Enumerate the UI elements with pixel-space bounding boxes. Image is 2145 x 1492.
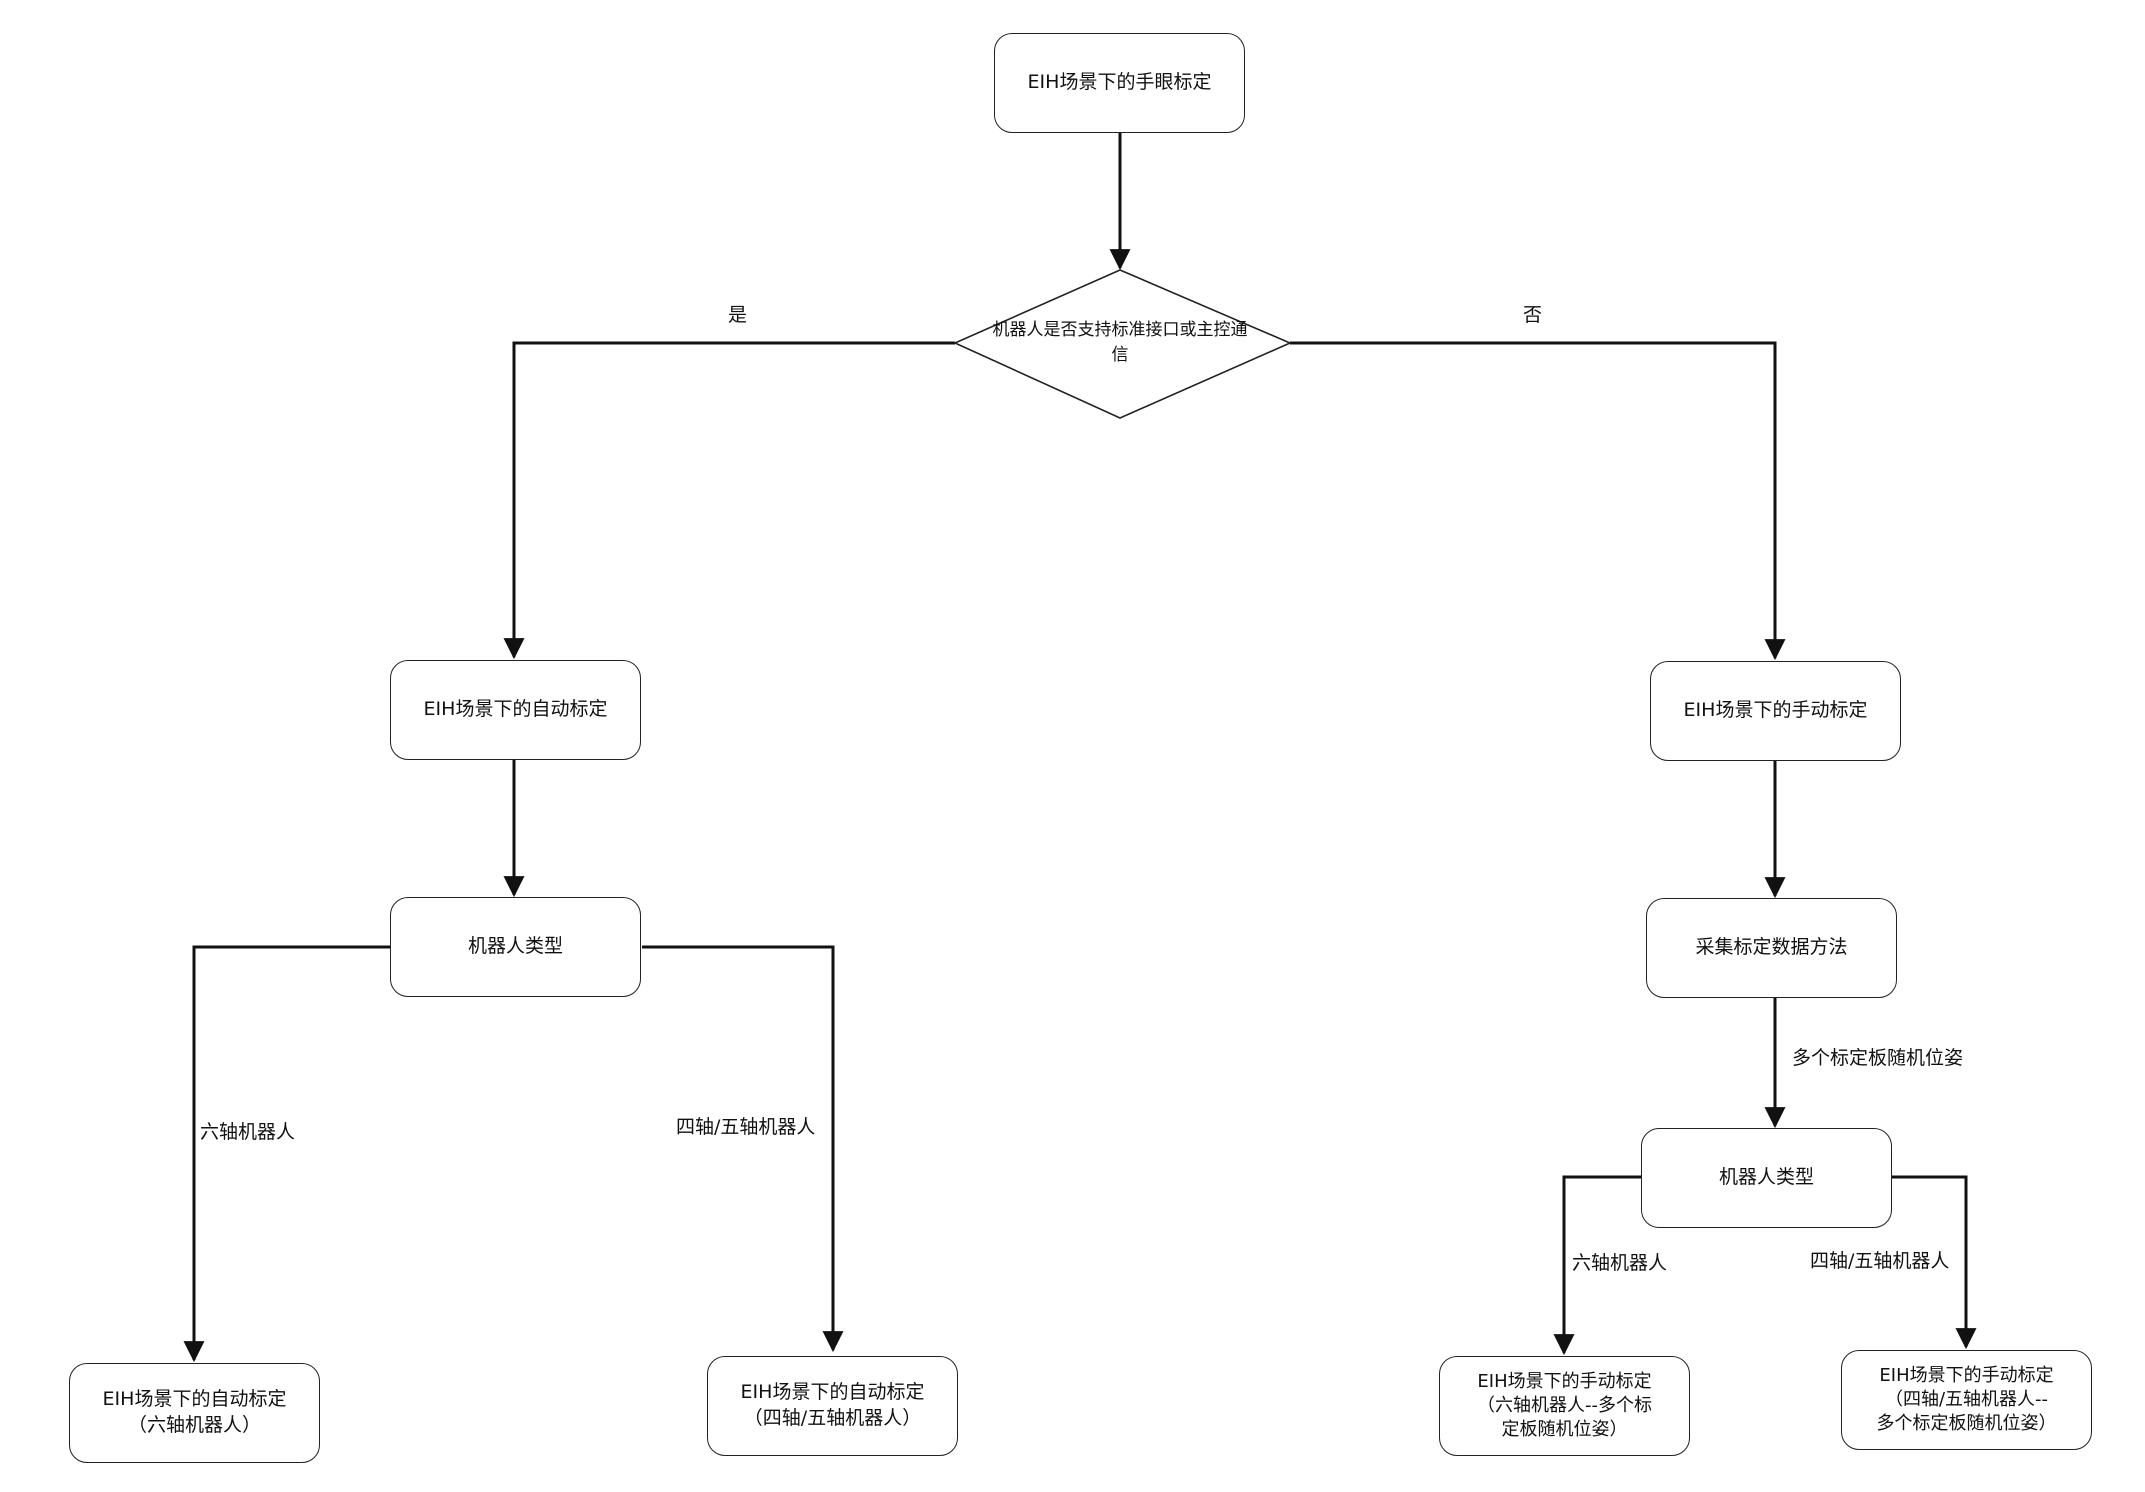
leaf-manual-six-line1: EIH场景下的手动标定	[1477, 1370, 1652, 1392]
leaf-manual-six-line2: （六轴机器人--多个标	[1477, 1394, 1652, 1416]
edge-manual-six-axis	[1553, 1175, 1641, 1356]
node-manual-calibration-text: EIH场景下的手动标定	[1683, 699, 1868, 722]
node-root-text: EIH场景下的手眼标定	[1027, 71, 1212, 94]
node-collect-method-text: 采集标定数据方法	[1695, 936, 1848, 959]
leaf-auto-four-line2: （四轴/五轴机器人）	[743, 1407, 922, 1429]
node-root: EIH场景下的手眼标定	[994, 33, 1245, 133]
label-manual-four-five-axis: 四轴/五轴机器人	[1810, 1250, 1950, 1272]
edge-decision-yes	[503, 341, 955, 660]
label-auto-six-axis: 六轴机器人	[200, 1121, 296, 1143]
edge-auto-four-axis	[642, 945, 844, 1353]
leaf-manual-six-line3: 定板随机位姿）	[1501, 1419, 1628, 1441]
decision-label: 机器人是否支持标准接口或主控通信	[992, 320, 1248, 365]
node-manual-robot-type-text: 机器人类型	[1718, 1166, 1814, 1189]
node-auto-four-axis-leaf: EIH场景下的自动标定 （四轴/五轴机器人）	[707, 1356, 958, 1456]
label-method-random-poses: 多个标定板随机位姿	[1792, 1047, 1964, 1069]
label-manual-six-axis: 六轴机器人	[1572, 1252, 1668, 1274]
decision-diamond	[953, 269, 1293, 419]
label-yes: 是	[728, 304, 748, 326]
node-auto-calibration-text: EIH场景下的自动标定	[423, 698, 608, 721]
decision-text: 机器人是否支持标准接口或主控通信	[985, 310, 1255, 376]
node-manual-robot-type: 机器人类型	[1641, 1128, 1892, 1228]
node-collect-method: 采集标定数据方法	[1646, 898, 1897, 998]
node-manual-calibration: EIH场景下的手动标定	[1650, 661, 1901, 761]
node-auto-calibration: EIH场景下的自动标定	[390, 660, 641, 760]
leaf-manual-four-line3: 多个标定板随机位姿）	[1876, 1413, 2057, 1435]
leaf-auto-four-line1: EIH场景下的自动标定	[740, 1381, 925, 1404]
node-manual-four-axis-leaf: EIH场景下的手动标定 （四轴/五轴机器人-- 多个标定板随机位姿）	[1841, 1350, 2092, 1450]
leaf-manual-four-line1: EIH场景下的手动标定	[1879, 1364, 2054, 1386]
node-auto-six-axis-leaf: EIH场景下的自动标定 （六轴机器人）	[69, 1363, 320, 1463]
node-auto-robot-type-text: 机器人类型	[467, 935, 563, 958]
leaf-auto-six-line1: EIH场景下的自动标定	[102, 1388, 287, 1411]
edge-manual-four-axis	[1890, 1175, 1977, 1350]
node-auto-robot-type: 机器人类型	[390, 897, 641, 997]
label-auto-four-five-axis: 四轴/五轴机器人	[676, 1116, 816, 1138]
label-no: 否	[1523, 304, 1543, 326]
leaf-manual-four-line2: （四轴/五轴机器人--	[1884, 1388, 2049, 1410]
node-manual-six-axis-leaf: EIH场景下的手动标定 （六轴机器人--多个标 定板随机位姿）	[1439, 1356, 1690, 1456]
leaf-auto-six-line2: （六轴机器人）	[127, 1414, 261, 1436]
edge-decision-no	[1290, 341, 1786, 661]
edge-auto-six-axis	[183, 945, 392, 1363]
